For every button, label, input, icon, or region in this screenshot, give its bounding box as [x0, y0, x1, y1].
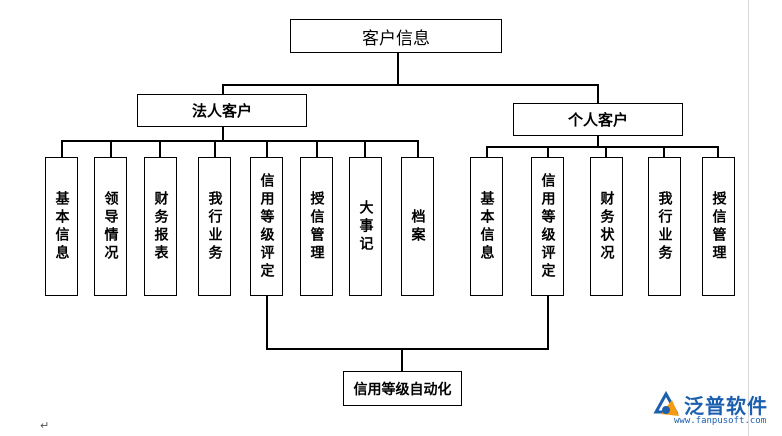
credit-automation-node: 信用等级自动化	[343, 371, 462, 406]
logo-name: 泛普软件	[684, 394, 768, 418]
connector	[214, 140, 216, 158]
logo-url: www.fanpusoft.com	[674, 416, 767, 426]
legal-item-6: 授信管理	[300, 157, 333, 296]
connector	[364, 140, 366, 158]
connector	[547, 146, 549, 158]
connector	[401, 348, 403, 372]
legal-customer-node: 法人客户	[137, 94, 307, 127]
connector	[605, 146, 607, 158]
legal-item-1: 基本信息	[45, 157, 78, 296]
fanpu-logo-icon	[653, 390, 679, 416]
connector	[717, 146, 719, 158]
individual-item-3: 财务状况	[590, 157, 623, 296]
legal-item-8: 档案	[401, 157, 434, 296]
connector	[61, 140, 63, 158]
connector	[266, 348, 549, 350]
individual-customer-node: 个人客户	[513, 103, 683, 136]
paragraph-mark: ↵	[40, 419, 50, 432]
connector	[316, 140, 318, 158]
individual-item-1: 基本信息	[470, 157, 503, 296]
fanpu-logo: 泛普软件 www.fanpusoft.com	[652, 388, 778, 432]
connector	[222, 84, 599, 86]
individual-item-2: 信用等级评定	[531, 157, 564, 296]
connector	[597, 135, 599, 147]
connector	[222, 126, 224, 141]
connector	[110, 140, 112, 158]
page-edge	[748, 0, 749, 436]
connector	[397, 52, 399, 85]
connector	[486, 146, 719, 148]
connector	[222, 84, 224, 95]
legal-item-3: 财务报表	[144, 157, 177, 296]
root-node: 客户信息	[290, 19, 502, 53]
legal-item-7: 大事记	[349, 157, 382, 296]
connector	[486, 146, 488, 158]
legal-item-2: 领导情况	[94, 157, 127, 296]
legal-item-4: 我行业务	[198, 157, 231, 296]
connector	[547, 296, 549, 349]
connector	[663, 146, 665, 158]
legal-item-5: 信用等级评定	[250, 157, 283, 296]
connector	[266, 140, 268, 158]
individual-item-4: 我行业务	[648, 157, 681, 296]
connector	[159, 140, 161, 158]
individual-item-5: 授信管理	[702, 157, 735, 296]
connector	[61, 140, 419, 142]
connector	[417, 140, 419, 158]
connector	[597, 84, 599, 104]
connector	[266, 296, 268, 349]
